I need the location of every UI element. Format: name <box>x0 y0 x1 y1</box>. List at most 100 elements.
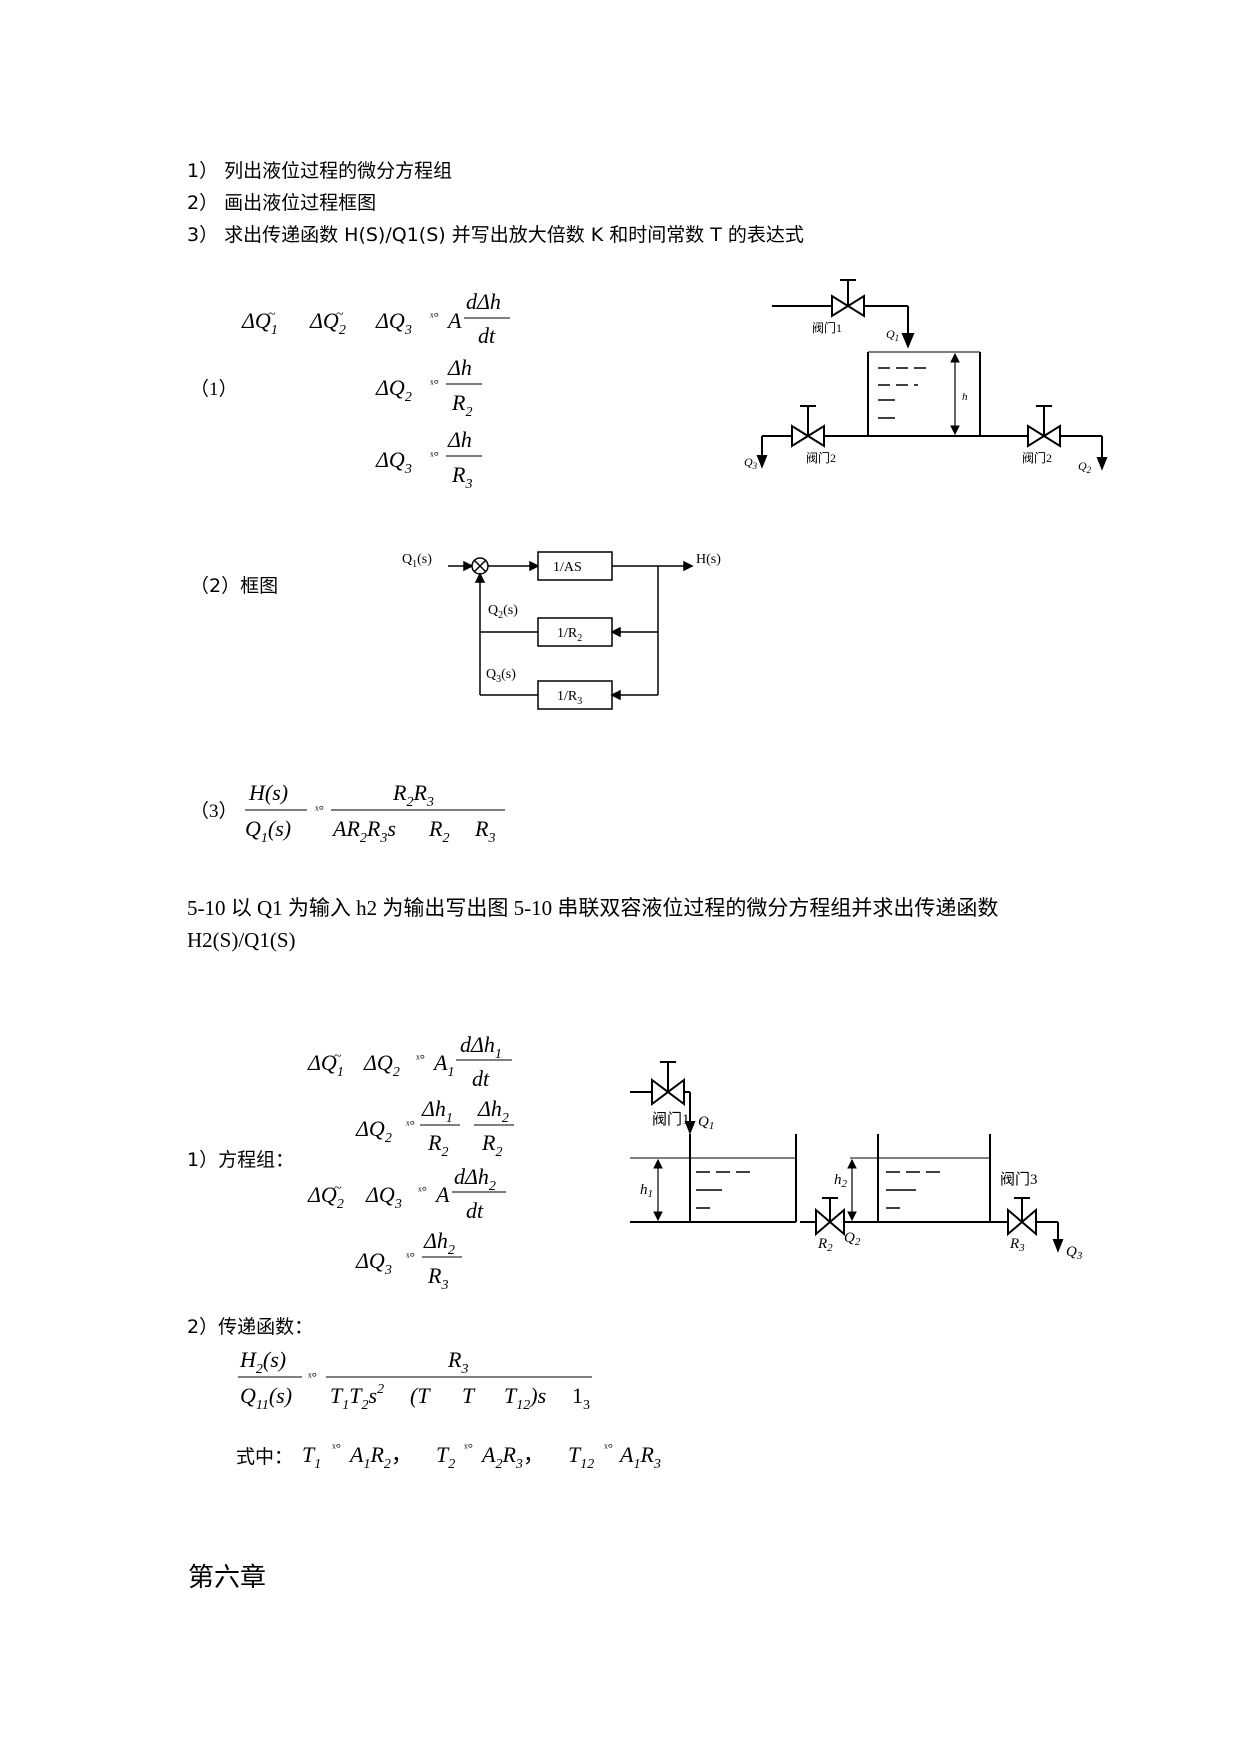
s2-eq1-num: dΔh1 <box>460 1032 502 1062</box>
tank2-h2-label: h2 <box>834 1172 848 1190</box>
s2-eq3-num: dΔh2 <box>454 1164 496 1194</box>
tf2-den-q: Q11(s) <box>240 1383 292 1413</box>
sys2-label: 1）方程组： <box>187 1149 295 1171</box>
tank2-q1-label: Q1 <box>698 1114 714 1132</box>
tf2-rhs-den-3: T <box>462 1383 476 1408</box>
s2-eq2-rel: ˣ° <box>406 1117 415 1132</box>
where-t2-rhs: A2R3， <box>480 1442 545 1472</box>
s2-eq1-coef: A1 <box>432 1050 454 1080</box>
s2-eq1-den: dt <box>472 1066 490 1091</box>
problem-5-10-line1: 5-10 以 Q1 为输入 h2 为输出写出图 5-10 串联双容液位过程的微分… <box>187 896 999 920</box>
p3-rhs-num: R2R3 <box>392 780 434 810</box>
p3-num-h: H(s) <box>248 780 288 805</box>
eq1-coef: A <box>446 308 462 333</box>
where-t2: T2 <box>436 1442 455 1472</box>
tank1-valve1-label: 阀门1 <box>812 320 842 335</box>
eq2-den: R2 <box>451 390 472 420</box>
s2-eq3-a: ΔQ2 <box>307 1182 344 1212</box>
where-rel-2: ˣ° <box>464 1440 473 1455</box>
tilde-2: ~ <box>336 307 344 322</box>
eq3-lhs: ΔQ3 <box>375 447 412 477</box>
tilde-1: ~ <box>268 307 276 322</box>
tank1-valve2-right-label: 阀门2 <box>1022 450 1052 465</box>
s2-tilde-1: ~ <box>334 1049 342 1064</box>
part1-label: （1） <box>190 379 238 400</box>
part2-label: （2）框图 <box>190 575 279 597</box>
s2-eq4-rel: ˣ° <box>406 1249 415 1264</box>
s2-eq4-den: R3 <box>427 1263 448 1293</box>
s2-eq3-coef: A <box>434 1182 450 1207</box>
s2-eq4-lhs: ΔQ3 <box>355 1248 392 1278</box>
eq2-lhs: ΔQ2 <box>375 375 412 405</box>
s2-eq3-den: dt <box>466 1198 484 1223</box>
tf2-rel: ˣ° <box>308 1369 317 1384</box>
bd-fb3-label: Q3(s) <box>486 667 516 685</box>
s2-eq1-b: ΔQ2 <box>363 1050 400 1080</box>
tf2-num-h: H2(s) <box>239 1347 286 1377</box>
part3-label: （3） <box>190 801 238 822</box>
p3-rhs-den-b: R2 <box>428 816 449 846</box>
tank2-diagram: 阀门1 Q1 h1 h2 R2 Q2 阀门3 R3 Q3 <box>630 1061 1083 1262</box>
where-rel-3: ˣ° <box>604 1440 613 1455</box>
tf2-rhs-den-5: 13 <box>572 1383 590 1413</box>
tank2-q3-label: Q3 <box>1066 1244 1083 1262</box>
eq1-term-b: ΔQ2 <box>309 308 346 338</box>
s2-eq1-a: ΔQ1 <box>307 1050 344 1080</box>
s2-eq2-n1: Δh1 <box>421 1096 453 1126</box>
tank2-q2-label: Q2 <box>844 1230 861 1248</box>
eq1-num: dΔh <box>466 289 501 314</box>
s2-eq3-b: ΔQ3 <box>365 1182 402 1212</box>
bd-fb2-label: Q2(s) <box>488 603 518 621</box>
bd-block-3: 1/R3 <box>557 689 582 707</box>
where-label: 式中： <box>236 1446 294 1468</box>
tf2-equation: H2(s) Q11(s) ˣ° R3 T1T2s2 (T T T12)s 13 <box>238 1347 592 1413</box>
tf2-rhs-den-4: T12)s <box>504 1383 546 1413</box>
bd-block-1: 1/AS <box>553 560 582 575</box>
s2-eq2-d2: R2 <box>481 1130 502 1160</box>
tf2-label: 2）传递函数： <box>187 1316 314 1338</box>
s2-eq2-n2: Δh2 <box>477 1096 509 1126</box>
eq3-num: Δh <box>447 427 472 452</box>
part1-equations: ΔQ1 ~ ΔQ2 ~ ΔQ3 ˣ° A dΔh dt ΔQ2 ˣ° Δh R2… <box>241 289 510 492</box>
tank1-q1-label: Q1 <box>886 327 899 343</box>
eq3-rel: ˣ° <box>430 448 439 463</box>
intro-item-3: 3） 求出传递函数 H(S)/Q1(S) 并写出放大倍数 K 和时间常数 T 的… <box>187 224 804 246</box>
where-equations: T1 ˣ° A1R2， T2 ˣ° A2R3， T12 ˣ° A1R3 <box>302 1440 661 1472</box>
bd-input-label: Q1(s) <box>402 552 432 570</box>
part3-equation: H(s) Q1(s) ˣ° R2R3 AR2R3s R2 R3 <box>245 780 505 846</box>
problem-5-10-line2: H2(S)/Q1(S) <box>187 928 296 952</box>
problem-5-10: 5-10 以 Q1 为输入 h2 为输出写出图 5-10 串联双容液位过程的微分… <box>187 892 998 956</box>
tank2-valve1-label: 阀门1 <box>652 1111 690 1128</box>
sys2-equations: ΔQ1 ~ ΔQ2 ˣ° A1 dΔh1 dt ΔQ2 ˣ° Δh1 R2 Δh… <box>307 1032 514 1293</box>
s2-eq4-num: Δh2 <box>423 1228 455 1258</box>
s2-tilde-2: ~ <box>334 1181 342 1196</box>
tank2-h1-label: h1 <box>640 1182 653 1200</box>
intro-item-2: 2） 画出液位过程框图 <box>187 192 377 214</box>
where-t12: T12 <box>568 1442 594 1472</box>
bd-output-label: H(s) <box>696 552 721 567</box>
tank1-q3-label: Q3 <box>744 455 758 471</box>
tf2-rhs-den-1: T1T2s2 <box>330 1382 384 1413</box>
where-t1: T1 <box>302 1442 321 1472</box>
tf2-rhs-den-2: (T <box>410 1383 431 1408</box>
eq1-term-c: ΔQ3 <box>375 308 412 338</box>
s2-eq3-rel: ˣ° <box>418 1183 427 1198</box>
tank2-valve3-label: 阀门3 <box>1000 1171 1038 1188</box>
tank1-diagram: 阀门1 Q1 h 阀门2 阀门2 Q3 Q2 <box>744 279 1108 475</box>
eq1-den: dt <box>478 323 496 348</box>
eq2-rel: ˣ° <box>430 376 439 391</box>
block-diagram: Q1(s) 1/AS H(s) Q2(s) 1/R2 Q3(s) 1/R3 <box>402 551 721 710</box>
eq1-rel: ˣ° <box>430 309 439 324</box>
intro-list: 1） 列出液位过程的微分方程组 2） 画出液位过程框图 3） 求出传递函数 H(… <box>187 155 804 251</box>
eq3-den: R3 <box>451 462 472 492</box>
where-t1-rhs: A1R2， <box>348 1442 413 1472</box>
tank1-h-label: h <box>962 391 968 403</box>
p3-rhs-den-c: R3 <box>474 816 495 846</box>
s2-eq2-d1: R2 <box>427 1130 448 1160</box>
tf2-rhs-num: R3 <box>447 1347 468 1377</box>
chapter-title: 第六章 <box>188 1563 267 1592</box>
eq2-num: Δh <box>447 355 472 380</box>
p3-rel: ˣ° <box>315 802 324 817</box>
tank2-r2-label: R2 <box>817 1236 833 1254</box>
intro-item-1: 1） 列出液位过程的微分方程组 <box>187 160 453 182</box>
